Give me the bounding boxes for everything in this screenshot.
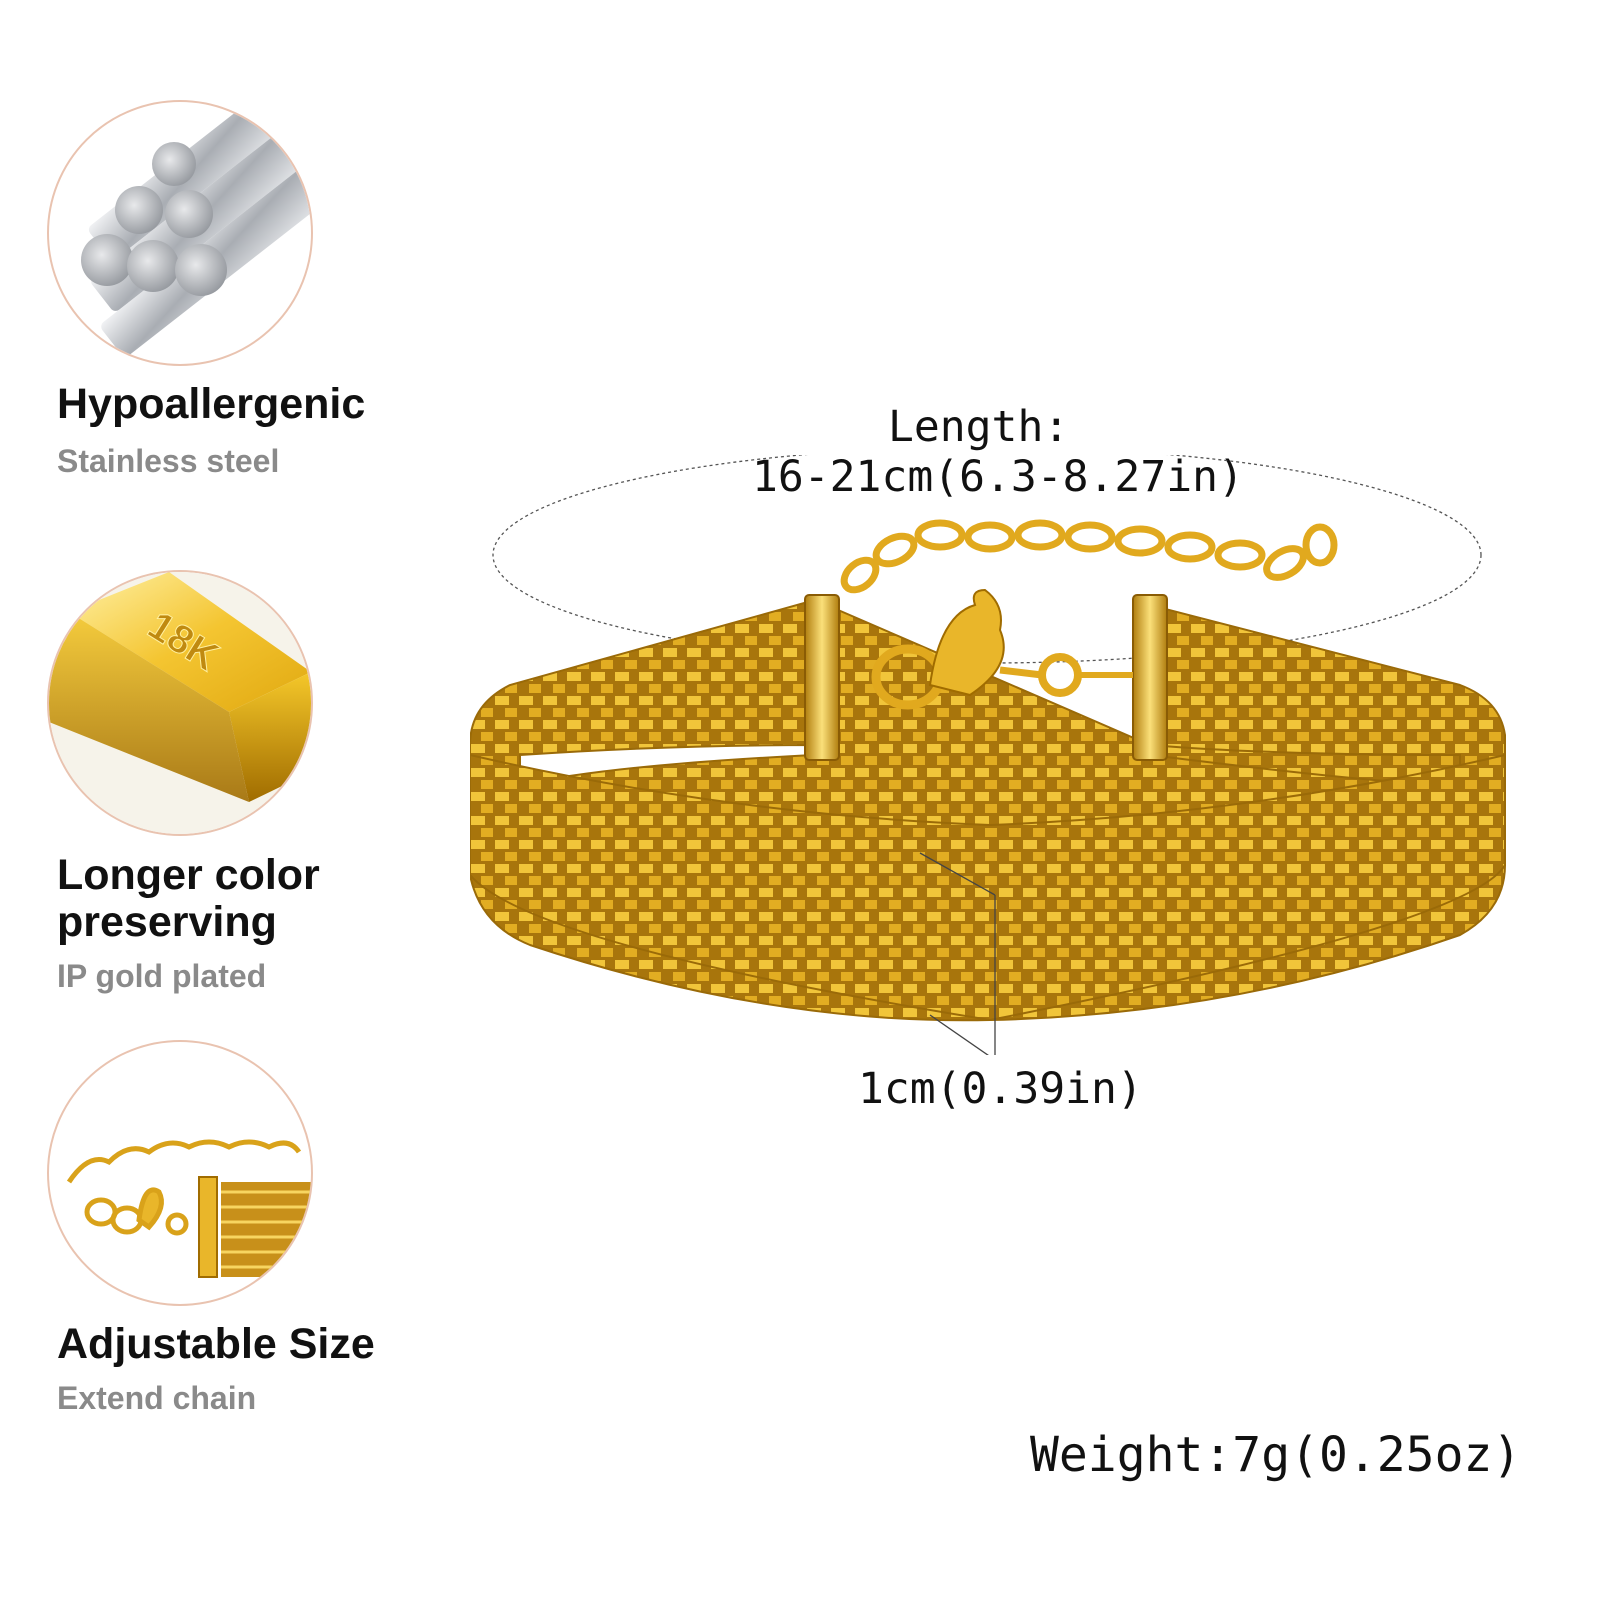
steel-rods-circle — [47, 100, 313, 366]
width-value: 1cm(0.39in) — [858, 1064, 1143, 1114]
extension-chain — [840, 519, 1338, 594]
gold-bar-circle: 18K — [47, 570, 313, 836]
length-label: Length: — [888, 402, 1070, 452]
mesh-bracelet-image — [470, 455, 1506, 1055]
feature-title-hypoallergenic: Hypoallergenic — [57, 380, 366, 428]
feature-subtitle-ip-gold-plated: IP gold plated — [57, 958, 267, 994]
feature-subtitle-extend-chain: Extend chain — [57, 1380, 257, 1416]
extend-chain-icon — [66, 1139, 311, 1278]
gold-bar-icon: 18K — [49, 572, 311, 834]
feature-subtitle-stainless-steel: Stainless steel — [57, 443, 280, 479]
extend-chain-circle — [47, 1040, 313, 1306]
width-indicator-lines — [919, 852, 996, 1055]
feature-title-adjustable-size: Adjustable Size — [57, 1320, 375, 1368]
weight-value: Weight:7g(0.25oz) — [1030, 1427, 1522, 1483]
steel-rods-icon — [81, 102, 311, 357]
right-end-clamp — [1132, 594, 1168, 761]
left-end-clamp — [804, 594, 840, 761]
mesh-band-front — [470, 753, 1506, 1022]
feature-title-longer-color-line2: preserving — [57, 898, 277, 946]
feature-title-longer-color-line1: Longer color — [57, 851, 320, 899]
lobster-clasp — [871, 588, 1133, 710]
length-value: 16-21cm(6.3-8.27in) — [752, 452, 1244, 502]
